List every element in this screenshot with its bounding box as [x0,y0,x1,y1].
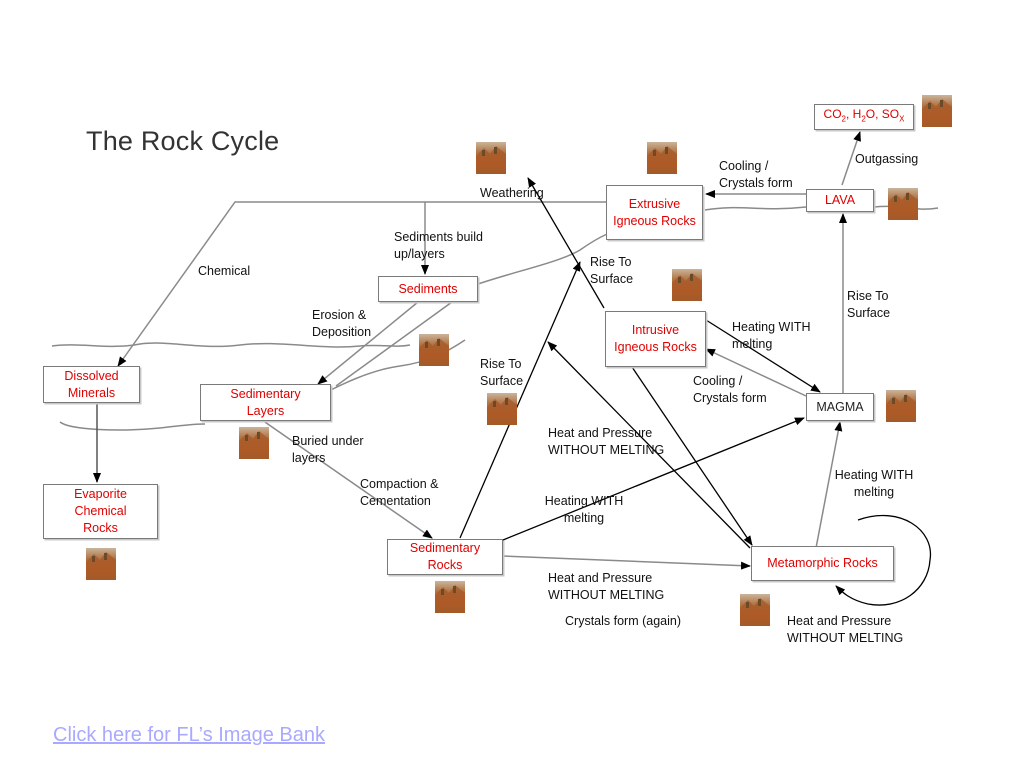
intrusive-to-extrusive-weathering [527,177,605,309]
metamorphic-self-loop [835,514,932,606]
label-heating-with-melting-top: Heating WITH melting [732,320,811,351]
label-erosion-deposition: Erosion & Deposition [312,308,372,339]
box-magma: MAGMA [806,393,874,421]
gases-formula: CO2, H2O, SOX [823,107,905,124]
box-label: Sedimentary Rocks [409,541,481,572]
rock-photo-icon[interactable] [487,393,517,425]
rock-photo-icon[interactable] [740,594,770,626]
buried-arrow [261,419,433,539]
label-sediments-build: Sediments build up/layers [394,230,483,261]
rock-photo-icon[interactable] [647,142,677,174]
label-heat-pressure-2: Heat and Pressure WITHOUT MELTING [548,571,665,602]
box-lava: LAVA [806,189,874,212]
intrusive-to-magma [705,319,821,393]
erosion-arrow [317,301,419,385]
sedrocks-to-metamorphic [502,555,751,570]
box-metamorphic-rocks: Metamorphic Rocks [751,546,894,581]
box-label: Evaporite Chemical Rocks [74,487,127,535]
rock-photo-icon[interactable] [672,269,702,301]
label-heating-with-melting-right: Heating WITH melting [834,468,914,499]
label-compaction-cementation: Compaction & Cementation [360,477,439,508]
box-label: LAVA [824,193,856,207]
label-cooling-crystals-mid: Cooling / Crystals form [693,374,767,405]
weathering-line [117,201,606,367]
label-outgassing: Outgassing [855,152,919,166]
box-label: Dissolved Minerals [64,368,119,400]
sedrocks-to-magma [502,417,805,541]
lava-to-gases [841,131,861,186]
box-sedimentary-rocks: Sedimentary Rocks [387,539,503,575]
label-rise-to-surface-2: Rise To Surface [480,357,524,388]
box-sediments: Sediments [378,276,478,302]
label-cooling-crystals-top: Cooling / Crystals form [719,159,793,190]
rock-photo-icon[interactable] [888,188,918,220]
label-crystals-form-again: Crystals form (again) [565,614,681,628]
page-title: The Rock Cycle [86,126,280,156]
box-dissolved-minerals: Dissolved Minerals [43,366,140,403]
box-intrusive-igneous-rocks: Intrusive Igneous Rocks [605,311,706,367]
ground-line-upper [51,342,411,348]
rock-photo-icon[interactable] [476,142,506,174]
label-heating-with-melting-mid: Heating WITH melting [544,494,624,525]
box-label: Sediments [398,281,458,296]
label-rise-to-surface-1: Rise To Surface [590,255,634,286]
label-weathering: Weathering [480,186,544,200]
label-heat-pressure-3: Heat and Pressure WITHOUT MELTING [787,614,904,645]
box-gases: CO2, H2O, SOX [814,104,914,130]
box-label: Extrusive Igneous Rocks [613,196,696,228]
sedrocks-rise-to-surface [459,261,581,539]
erosion-arrow-2 [335,301,453,387]
rock-photo-icon[interactable] [435,581,465,613]
box-sedimentary-layers: Sedimentary Layers [200,384,331,421]
metamorphic-to-intrusive [547,341,751,549]
box-label: Intrusive Igneous Rocks [614,323,697,354]
label-rise-to-surface-right: Rise To Surface [847,289,891,320]
box-evaporite-chemical-rocks: Evaporite Chemical Rocks [43,484,158,539]
rock-photo-icon[interactable] [239,427,269,459]
rock-photo-icon[interactable] [922,95,952,127]
intrusive-to-metamorphic [631,366,753,546]
box-extrusive-igneous-rocks: Extrusive Igneous Rocks [606,185,703,240]
label-chemical: Chemical [198,264,251,278]
box-label: Sedimentary Layers [230,386,301,418]
layer-curve [314,339,466,399]
box-label: Metamorphic Rocks [767,556,878,570]
rock-photo-icon[interactable] [419,334,449,366]
label-buried-under-layers: Buried under layers [292,434,364,465]
label-heat-pressure-1: Heat and Pressure WITHOUT MELTING [548,426,665,457]
rock-photo-icon[interactable] [886,390,916,422]
ground-line-lower [59,421,206,431]
image-bank-link[interactable]: Click here for FL’s Image Bank [53,724,325,746]
magma-to-intrusive [705,348,807,397]
surface-line-right [704,206,807,211]
metamorphic-to-magma [815,421,843,549]
rock-photo-icon[interactable] [86,548,116,580]
box-label: MAGMA [816,399,864,414]
